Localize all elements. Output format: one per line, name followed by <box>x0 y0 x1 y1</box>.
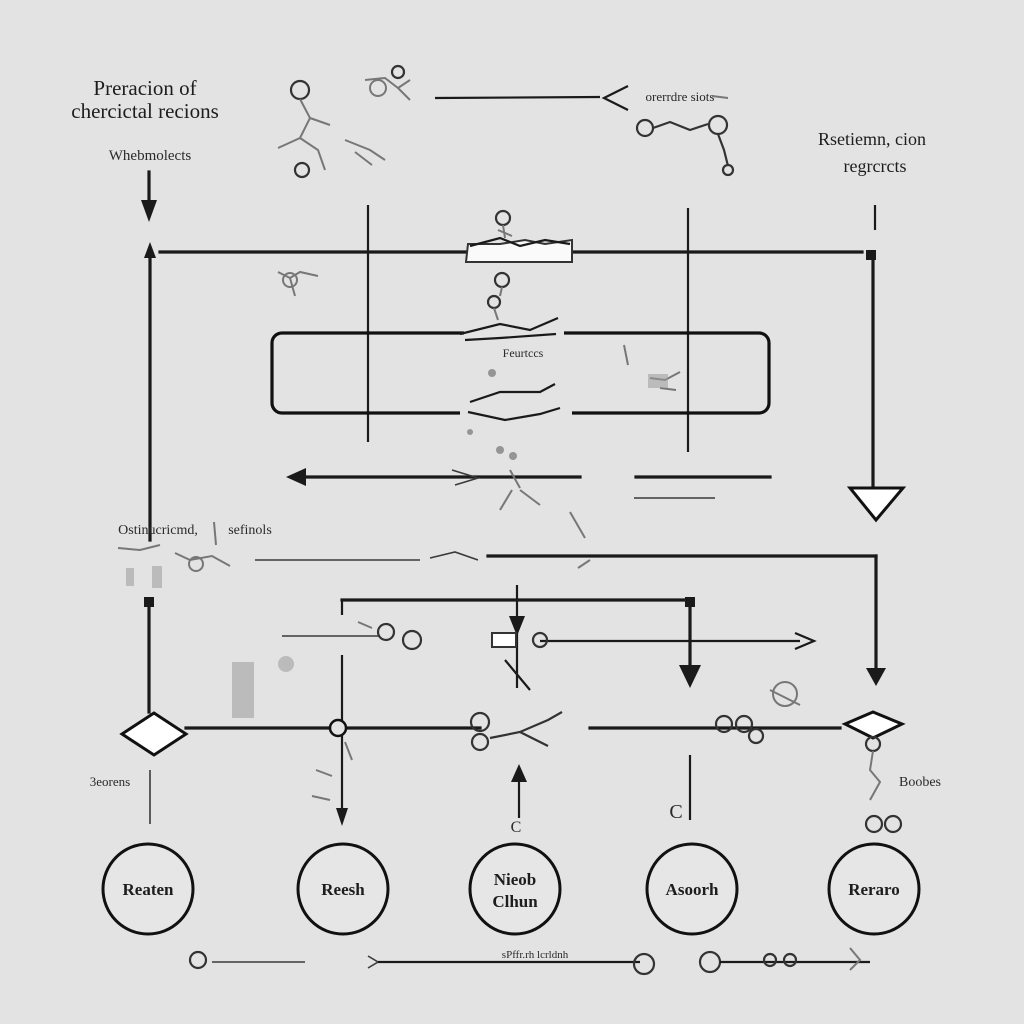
process-node-5: Reraro <box>827 842 921 936</box>
right-rail-corner <box>866 250 876 260</box>
box-gap-top <box>464 322 564 344</box>
process-node-label: Reesh <box>321 880 365 899</box>
junction-node-col2 <box>328 718 348 738</box>
footer-center-label: sPffr.rh lcrldnh <box>502 949 569 961</box>
decision-diamond-right <box>841 710 906 740</box>
label-mid-left-b: sefinols <box>228 523 272 538</box>
center-right-arrowhead-icon <box>794 631 817 651</box>
molecule-top-left-icon <box>277 64 411 179</box>
footer-connectors <box>188 947 870 976</box>
box-gap-bottom <box>460 402 572 424</box>
process-node-label: Reraro <box>848 880 900 899</box>
mid-squiggle <box>429 551 479 561</box>
lower-rail-corner <box>685 597 695 607</box>
process-node-circle <box>645 842 739 936</box>
molecule-top-right-icon <box>635 95 735 177</box>
process-node-1: Reaten <box>101 842 195 936</box>
molecule-bottom-row-icon <box>232 656 801 801</box>
molecule-center-lower-icon <box>357 621 549 651</box>
middle-left-arrowhead-icon <box>286 468 306 486</box>
box-bottom-squiggle <box>467 383 561 422</box>
arrow-top-head-icon <box>601 85 629 111</box>
molecule-mid-left-icon <box>117 521 231 588</box>
diagram-title-line2: chercictal recions <box>71 99 219 123</box>
label-mid-left-a: Ostinucricmd, <box>118 523 198 538</box>
left-rail-up-head-icon <box>144 242 156 258</box>
process-node-label: Reaten <box>123 880 175 899</box>
process-node-label: Asoorh <box>666 880 719 899</box>
col2-down-head-icon <box>336 808 348 826</box>
decision-diamond-left <box>119 711 189 757</box>
process-node-circle <box>827 842 921 936</box>
arrow-top-connector <box>434 95 601 100</box>
molecule-right-lower-icon <box>864 735 903 834</box>
central-process-box <box>270 331 771 415</box>
label-right-line2: regrcrcts <box>844 156 907 176</box>
label-top-center: orerrdre siots <box>646 89 715 104</box>
process-node-circle <box>296 842 390 936</box>
label-col3-c: C <box>511 819 522 836</box>
process-node-label: Nieob <box>494 870 537 889</box>
center-diagonal <box>504 659 531 691</box>
right-down-head-icon <box>866 668 886 686</box>
subtitle-left: Whebmolects <box>109 148 192 164</box>
lower-right-down-head-icon <box>679 665 701 688</box>
mid-scribble <box>569 511 591 569</box>
molecule-box-center-icon <box>467 209 517 460</box>
col3-up-head-icon <box>511 764 527 782</box>
label-bottom-right: Boobes <box>899 775 941 790</box>
process-node-circle <box>101 842 195 936</box>
process-node-2: Reesh <box>296 842 390 936</box>
process-node-4: Asoorh <box>645 842 739 936</box>
middle-burst-icon <box>499 469 541 511</box>
label-col4-c: C <box>669 801 682 823</box>
diagram-title-line1: Preracion of <box>93 76 196 100</box>
process-node-label-line2: Clhun <box>492 892 538 911</box>
center-tab-squiggle <box>469 236 571 248</box>
label-right-line1: Rsetiemn, cion <box>818 129 926 149</box>
molecule-right-box-icon <box>623 344 681 391</box>
arrow-left-down-head-icon <box>141 200 157 222</box>
middle-small-arrow-icon <box>451 469 481 486</box>
right-triangle-marker-icon <box>846 486 907 523</box>
label-bottom-left: 3eorens <box>90 774 130 789</box>
center-down-head-icon <box>509 616 525 636</box>
left-lower-rail-cap <box>144 597 154 607</box>
box-top-squiggle <box>459 316 559 342</box>
box-label: Feurtccs <box>503 346 544 360</box>
process-node-circle <box>468 842 562 936</box>
molecule-left-box-icon <box>277 270 319 297</box>
